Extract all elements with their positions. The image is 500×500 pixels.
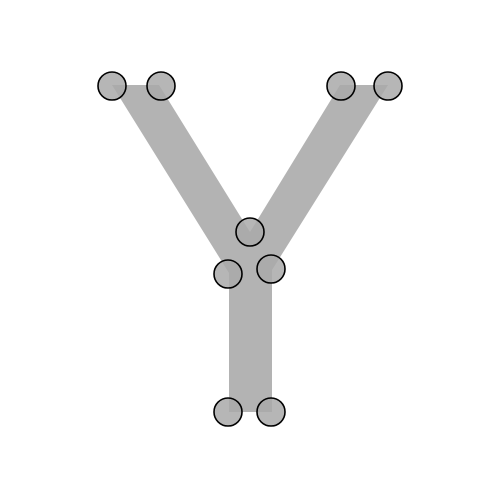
control-point-handle-9[interactable] [256, 397, 286, 427]
control-point-handle-8[interactable] [213, 397, 243, 427]
letter-y-outline [112, 85, 388, 412]
control-points[interactable] [97, 71, 403, 427]
control-point-handle-4[interactable] [373, 71, 403, 101]
control-point-handle-6[interactable] [213, 259, 243, 289]
control-point-handle-2[interactable] [146, 71, 176, 101]
control-point-handle-1[interactable] [97, 71, 127, 101]
control-point-handle-7[interactable] [256, 254, 286, 284]
control-point-handle-3[interactable] [326, 71, 356, 101]
control-point-handle-5[interactable] [235, 217, 265, 247]
